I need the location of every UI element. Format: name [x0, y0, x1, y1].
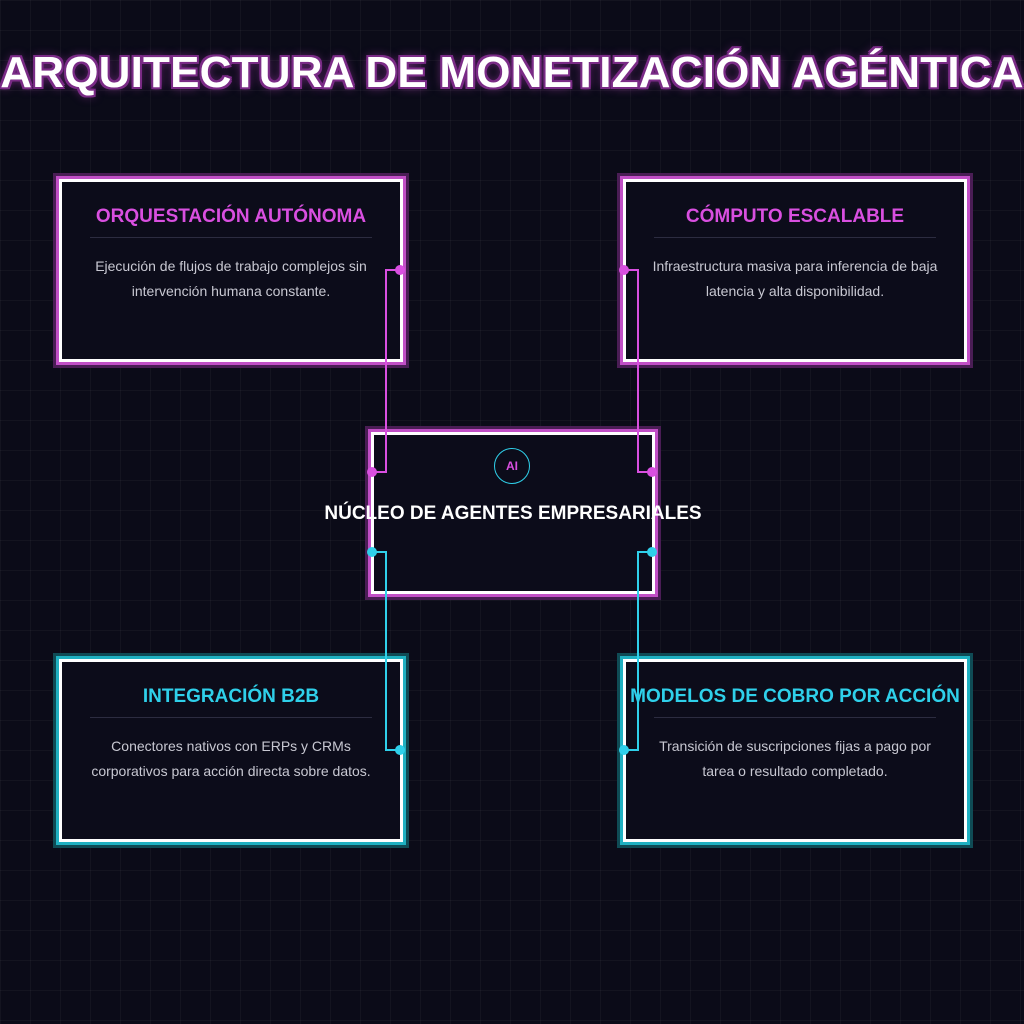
divider [90, 237, 372, 238]
node-description: Ejecución de flujos de trabajo complejos… [95, 258, 367, 299]
node-computo: CÓMPUTO ESCALABLE Infraestructura masiva… [623, 179, 967, 362]
node-description: Infraestructura masiva para inferencia d… [652, 258, 938, 299]
node-title: MODELOS DE COBRO POR ACCIÓN [630, 686, 960, 707]
node-integracion: INTEGRACIÓN B2B Conectores nativos con E… [59, 659, 403, 842]
divider [654, 717, 936, 718]
page-title: ARQUITECTURA DE MONETIZACIÓN AGÉNTICA [0, 48, 1024, 97]
divider [654, 237, 936, 238]
ai-icon: AI [494, 448, 530, 484]
node-title: ORQUESTACIÓN AUTÓNOMA [95, 206, 367, 227]
node-title: CÓMPUTO ESCALABLE [685, 206, 905, 227]
divider [90, 717, 372, 718]
core-node: AI NÚCLEO DE AGENTES EMPRESARIALES [324, 432, 702, 594]
node-title: INTEGRACIÓN B2B [142, 686, 320, 707]
node-description: Conectores nativos con ERPs y CRMs corpo… [91, 738, 371, 779]
node-orquestacion: ORQUESTACIÓN AUTÓNOMA Ejecución de flujo… [59, 179, 403, 362]
node-modelos-cobro: MODELOS DE COBRO POR ACCIÓN Transición d… [623, 659, 967, 842]
node-description: Transición de suscripciones fijas a pago… [659, 738, 931, 779]
core-label: NÚCLEO DE AGENTES EMPRESARIALES [324, 503, 702, 524]
